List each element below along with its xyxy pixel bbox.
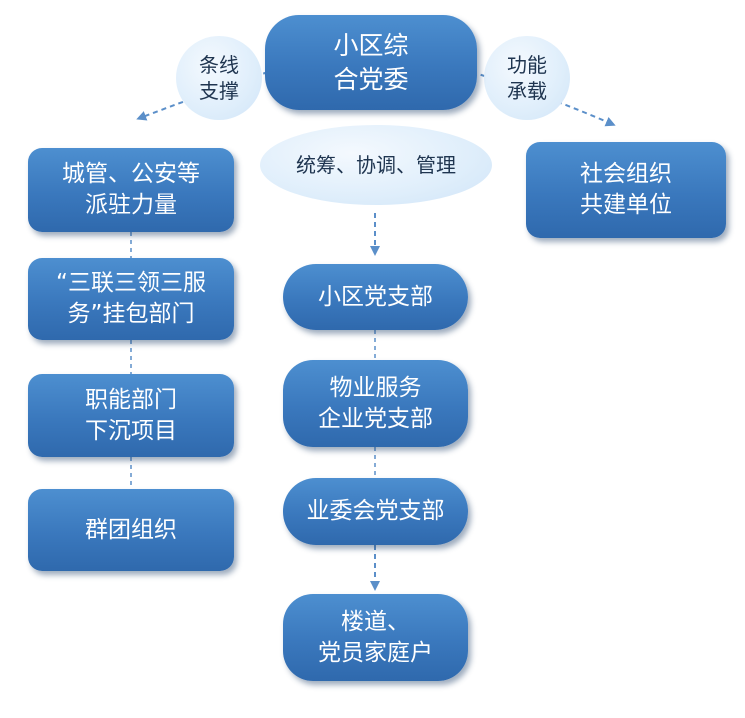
right-node-social-org: 社会组织 共建单位 [526, 142, 726, 238]
center-bubble-label: 统筹、协调、管理 [296, 153, 456, 177]
left-node-2-line2: 务”挂包部门 [67, 301, 195, 327]
left-branch-arrow [136, 71, 269, 121]
center-node-1-line1: 小区党支部 [318, 283, 433, 310]
left-bubble-line1: 条线 [199, 53, 239, 77]
right-bubble-line2: 承载 [507, 79, 547, 103]
left-node-1-line1: 城管、公安等 [62, 161, 200, 187]
top-committee-node: 小区综 合党委 [265, 15, 477, 110]
center-node-4-line2: 党员家庭户 [318, 639, 433, 666]
left-node-2: “三联三领三服 务”挂包部门 [28, 258, 234, 340]
center-bubble-coordinate: 统筹、协调、管理 [260, 125, 492, 205]
left-node-3: 职能部门 下沉项目 [28, 374, 234, 457]
center-node-2-line2: 企业党支部 [318, 405, 433, 432]
right-bubble-line1: 功能 [507, 53, 547, 77]
center-node-1: 小区党支部 [283, 264, 468, 330]
center-node-2-line1: 物业服务 [329, 374, 422, 401]
center-node-2: 物业服务 企业党支部 [283, 360, 468, 447]
left-node-3-line2: 下沉项目 [85, 417, 177, 444]
left-node-1: 城管、公安等 派驻力量 [28, 148, 234, 232]
right-node-line2: 共建单位 [580, 192, 672, 218]
center-node-4-line1: 楼道、 [341, 608, 410, 635]
top-node-line2: 合党委 [333, 64, 409, 94]
left-bubble-line2: 支撑 [199, 79, 239, 103]
center-node-3-line1: 业委会党支部 [306, 498, 445, 524]
left-node-4: 群团组织 [28, 489, 234, 571]
left-node-2-line1: “三联三领三服 [56, 270, 206, 296]
center-node-3: 业委会党支部 [283, 478, 468, 545]
left-bubble-tiao-xian-zhicheng: 条线 支撑 [176, 36, 262, 120]
left-node-1-line2: 派驻力量 [85, 192, 177, 218]
center-node-4: 楼道、 党员家庭户 [283, 594, 468, 681]
top-node-line1: 小区综 [333, 30, 409, 60]
right-node-line1: 社会组织 [580, 161, 672, 187]
right-bubble-gongneng-chengzai: 功能 承载 [484, 36, 570, 120]
left-node-3-line1: 职能部门 [85, 386, 177, 413]
left-node-4-line1: 群团组织 [85, 516, 177, 543]
